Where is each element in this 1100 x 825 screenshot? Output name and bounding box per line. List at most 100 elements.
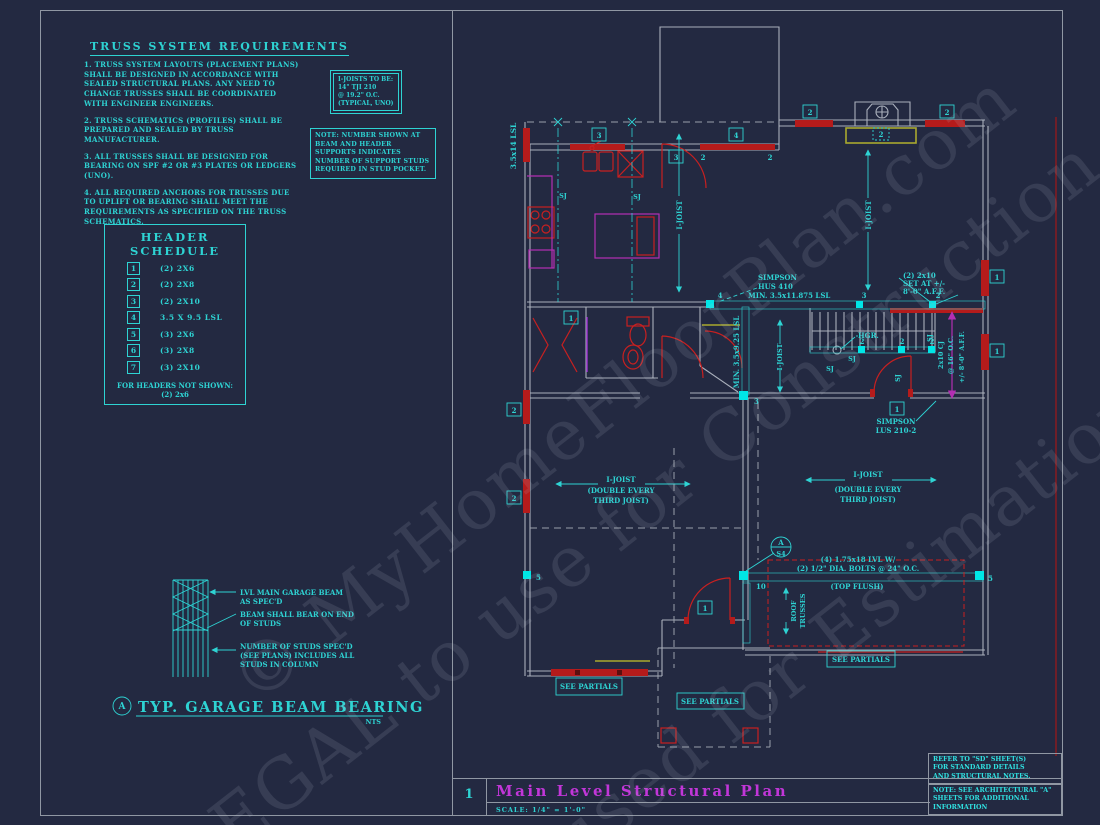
ijoist-double-label: I-JOIST [606,475,636,484]
section-callout-a-s4: A S4 [770,536,792,558]
header-tag-1-powder: 1 [563,310,579,325]
detail-annotation-1b: AS SPEC'D [239,597,282,606]
leader-lines [717,277,959,572]
stud-count: 10 [756,582,766,591]
svg-text:4: 4 [734,131,739,140]
stud-count: 2 [930,337,935,346]
svg-text:3: 3 [674,153,679,162]
svg-text:3: 3 [597,131,602,140]
detail-annotation-1a: LVL MAIN GARAGE BEAM [240,588,343,597]
hanger-label: HGR. [858,331,879,340]
header-tag-1-right-a: 1 [989,269,1005,284]
simpson-hus-label-2: HUS 410 [758,282,793,291]
support-stud-note-box: NOTE: NUMBER SHOWN AT BEAM AND HEADER SU… [310,128,436,179]
table-row: 1(2) 2X6 [127,261,237,275]
table-row: 4 3.5 X 9.5 LSL [127,311,237,324]
set-beam-note-3: 8'-0" A.F.F. [903,287,945,296]
titlebar-underline [486,802,930,803]
ijoist-double-note-2: THIRD JOIST) [593,496,649,505]
svg-text:SEE PARTIALS: SEE PARTIALS [560,682,618,691]
header-spec-7: (3) 2X10 [160,362,201,372]
porch-outline [657,647,771,748]
ijoist-label-vertical: I-JOIST [776,343,784,370]
detail-leaders [206,588,237,654]
sj-label: SJ [633,193,641,201]
roof-trusses-label-2: TRUSSES [799,593,807,628]
truss-requirements-list: 1. TRUSS SYSTEM LAYOUTS (PLACEMENT PLANS… [84,60,316,234]
set-beam-note-1: (2) 2x10 [903,271,936,280]
stud-count: 4 [718,291,723,300]
table-row: 5 (3) 2X6 [127,327,237,341]
lvl-beam-note-2: (2) 1/2" DIA. BOLTS @ 24" O.C. [797,564,919,573]
svg-text:2: 2 [512,406,517,415]
header-num-5: 5 [127,327,140,341]
detail-scale: NTS [366,718,382,726]
header-tag-2-left-b: 2 [506,490,522,505]
set-beam-note-2: SET AT +/- [903,279,945,288]
lvl-beam-note-1: (4) 1.75x18 LVL W/ [821,555,896,564]
svg-text:SEE PARTIALS: SEE PARTIALS [832,655,890,664]
svg-text:2: 2 [808,108,813,117]
ijoist-double-note-2: THIRD JOIST) [840,495,896,504]
titlebar-cell-divider [486,778,487,815]
structural-beams [523,128,986,647]
sj-label: SJ [848,355,856,363]
exterior-walls [524,26,989,677]
cj-label-3: +/- 8'-0" A.F.F. [958,331,966,383]
window-headers [523,117,1057,756]
svg-text:SEE PARTIALS: SEE PARTIALS [681,697,739,706]
header-tag-3-door: 3 [668,149,684,164]
ijoist-double-note-1: (DOUBLE EVERY [588,486,656,495]
header-num-7: 7 [127,360,140,374]
table-row: 7 (3) 2X10 [127,360,237,374]
header-spec-2: (2) 2X8 [160,280,195,289]
table-row: 2(2) 2X8 [127,278,237,291]
stud-count: 2 [860,337,865,346]
header-schedule-title: HEADER SCHEDULE [130,230,220,258]
ijoist-double-label: I-JOIST [853,470,883,479]
sj-label: SJ [926,334,934,342]
svg-text:2: 2 [512,494,517,503]
header-spec-5: (3) 2X6 [160,329,195,339]
truss-note-4: 4. ALL REQUIRED ANCHORS FOR TRUSSES DUE … [84,187,290,226]
stairs [811,312,935,355]
titlebar-top-rule [452,778,1062,779]
sj-label: SJ [559,192,567,200]
header-num-4: 4 [127,311,140,324]
header-spec-1: (2) 2X6 [160,263,195,273]
cj-label-2: @ 16" O.C. [947,336,955,374]
header-spec-3: (2) 2X10 [160,296,201,306]
stud-count: 2 [768,153,773,162]
stud-count: 3 [754,397,759,406]
sheet-border [40,10,1063,816]
header-tag-4-top: 4 [728,127,744,142]
ijoist-spec-box: I-JOISTS TO BE: 14" TJI 210 @ 19.2" O.C.… [330,70,402,114]
page-title: Main Level Structural Plan [496,782,789,800]
svg-text:1: 1 [895,405,900,414]
header-tag-1-front-door: 1 [697,600,713,615]
table-row: 6(3) 2X8 [127,344,237,357]
ijoist-label-vertical: I-JOIST [864,200,873,230]
detail-callout-letter: A [118,702,127,712]
header-tag-1-right-b: 1 [989,343,1005,358]
sj-label: SJ [894,374,902,382]
cj-label-1: 2x10 CJ [937,341,945,369]
sd-sheets-note: REFER TO "SD" SHEET(S) FOR STANDARD DETA… [928,753,1062,784]
see-partials-box: SEE PARTIALS [826,650,896,668]
sj-label: SJ [826,365,834,373]
header-tag-2-tr-right: 2 [939,104,955,119]
header-tag-1-stair-door: 1 [889,401,905,416]
lsl-left-label: 3.5x14 LSL [509,122,518,169]
header-tag-2-tr-left: 2 [802,104,818,119]
doors [532,143,913,624]
header-spec-4: 3.5 X 9.5 LSL [160,313,223,322]
stud-count: 5 [536,573,541,582]
ceiling-break-lines [530,402,759,668]
ijoist-double-note-1: (DOUBLE EVERY [835,485,903,494]
stud-count: 2 [936,291,941,300]
header-num-6: 6 [127,344,140,357]
stud-count: 2 [701,153,706,162]
ijoist-label-vertical: I-JOIST [675,200,684,230]
header-schedule: HEADER SCHEDULE 1(2) 2X6 2(2) 2X8 3(2) 2… [104,224,246,405]
